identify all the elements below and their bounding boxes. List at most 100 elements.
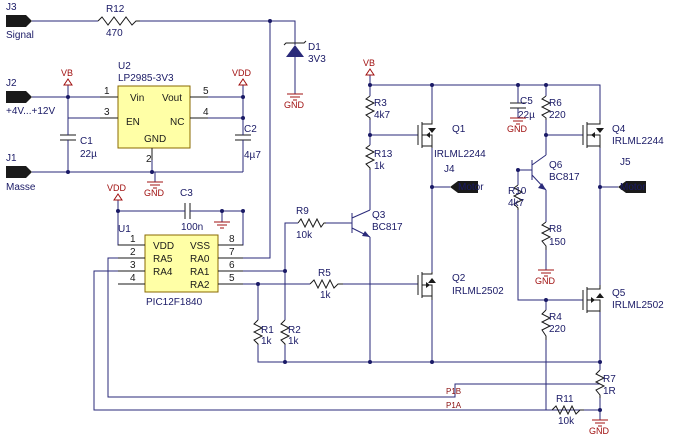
chip-u1-left-pin-2: RA5	[153, 254, 173, 265]
gnd-r8: GND	[535, 269, 556, 286]
resistor-r13-ref: R13	[374, 149, 393, 160]
resistor-r9-value: 10k	[296, 230, 313, 241]
transistor-q6: Q6 BC817	[531, 154, 580, 191]
chip-u1-number-4: 4	[130, 273, 136, 284]
resistor-r2: R2 1k	[279, 319, 301, 347]
transistor-q5-ref: Q5	[612, 288, 626, 299]
chip-u2-pin-en: EN	[126, 117, 140, 128]
resistor-r6-value: 220	[549, 110, 566, 121]
resistor-r3-ref: R3	[374, 98, 387, 109]
connector-j1-name: Masse	[6, 182, 36, 193]
connector-j5: J5 Motor	[618, 157, 646, 193]
transistor-q6-part: BC817	[549, 172, 580, 183]
capacitor-c3-ref: C3	[180, 188, 193, 199]
capacitor-c1-ref: C1	[80, 136, 93, 147]
gnd-c5: GND	[507, 117, 528, 134]
transistor-q2-ref: Q2	[452, 273, 466, 284]
chip-u1-left-pin-3: RA4	[153, 267, 173, 278]
chip-u2-pin-number-1: 1	[104, 86, 110, 97]
power-vb-right-label: VB	[363, 58, 375, 68]
chip-u1-number-7: 7	[229, 247, 235, 258]
chip-u2-pin-vout: Vout	[162, 93, 182, 104]
capacitor-c5-ref: C5	[520, 96, 533, 107]
chip-u2-part: LP2985-3V3	[118, 73, 174, 84]
resistor-r7-value: 1R	[603, 386, 616, 397]
resistor-r9: R9 10k	[296, 206, 326, 241]
connector-j3-ref: J3	[6, 2, 17, 13]
resistor-r1-value: 1k	[261, 336, 273, 347]
resistor-r11-value: 10k	[558, 416, 575, 427]
wires	[32, 20, 618, 420]
chip-u1-part: PIC12F1840	[146, 297, 203, 308]
chip-u2-pin-number-3: 3	[104, 107, 110, 118]
capacitor-c2: C2 4µ7	[235, 124, 261, 161]
junctions	[66, 19, 602, 412]
connector-j5-ref: J5	[620, 157, 631, 168]
chip-u2-pin-vin: Vin	[130, 93, 144, 104]
chip-u1-number-6: 6	[229, 260, 235, 271]
capacitor-c1-value: 22µ	[80, 149, 97, 160]
resistor-r9-ref: R9	[296, 206, 309, 217]
diode-d1-ref: D1	[308, 42, 321, 53]
transistor-q1-ref: Q1	[452, 124, 466, 135]
gnd-u2: GND	[144, 181, 165, 198]
resistor-r12-ref: R12	[106, 4, 125, 15]
capacitor-c1: C1 22µ	[60, 125, 97, 160]
gnd-c5-label: GND	[507, 124, 528, 134]
chip-u1-number-3: 3	[130, 260, 136, 271]
chip-u2-pin-gnd: GND	[144, 134, 166, 145]
gnd-d1-label: GND	[284, 100, 305, 110]
resistor-r2-ref: R2	[288, 325, 301, 336]
power-vb-right: VB	[363, 58, 375, 76]
power-vdd-u1-label: VDD	[107, 183, 127, 193]
connector-j2: J2 +4V...+12V	[6, 78, 55, 117]
capacitor-c3-value: 100n	[181, 222, 203, 233]
resistor-r3: R3 4k7	[364, 95, 391, 121]
capacitor-c5-value: 22µ	[518, 110, 535, 121]
resistor-r5: R5 1k	[309, 268, 343, 301]
connector-j3-name: Signal	[6, 30, 34, 41]
chip-u2-pin-nc: NC	[170, 117, 184, 128]
gnd-r7: GND	[589, 419, 610, 436]
chip-u1-right-pin-8: VSS	[190, 241, 210, 252]
resistor-r1-ref: R1	[261, 325, 274, 336]
gnd-c3	[214, 221, 230, 229]
chip-u2-pin-number-5: 5	[203, 86, 209, 97]
capacitor-c3: C3 100n	[180, 188, 203, 233]
chip-u1-right-pin-7: RA0	[190, 254, 210, 265]
resistor-r1: R1 1k	[252, 319, 274, 347]
chip-u1-number-2: 2	[130, 247, 136, 258]
chip-u2-ref: U2	[118, 61, 131, 72]
connector-j5-name: Motor	[620, 182, 646, 193]
transistor-q3-part: BC817	[372, 222, 403, 233]
resistor-r5-ref: R5	[318, 268, 331, 279]
capacitor-c2-value: 4µ7	[244, 150, 261, 161]
transistor-q5-part: IRLML2502	[612, 300, 664, 311]
connector-j2-name: +4V...+12V	[6, 106, 55, 117]
chip-u2: U2 LP2985-3V3 Vin Vout EN NC GND 1 3 5 4…	[100, 61, 209, 165]
power-vdd-u2-label: VDD	[232, 68, 252, 78]
transistor-q4-ref: Q4	[612, 124, 626, 135]
resistor-r8: R8 150	[540, 221, 566, 250]
resistor-r10-value: 4k7	[508, 198, 525, 209]
resistor-r10-ref: R10	[508, 186, 527, 197]
chip-u1-right-pin-6: RA1	[190, 267, 210, 278]
diode-d1: D1 3V3	[283, 40, 326, 94]
connector-j3: J3 Signal	[6, 2, 34, 41]
chip-u1-number-5: 5	[229, 273, 235, 284]
resistor-r4: R4 220	[540, 309, 566, 340]
chip-u1-right-pin-5: RA2	[190, 280, 210, 291]
chip-u1-number-1: 1	[130, 234, 136, 245]
resistor-r2-value: 1k	[288, 336, 300, 347]
power-vdd-u1: VDD	[107, 183, 127, 201]
chip-u1-number-8: 8	[229, 234, 235, 245]
transistor-q1: Q1 IRLML2244	[417, 120, 486, 160]
net-label-p1b: P1B	[446, 387, 461, 396]
power-vb-left-label: VB	[61, 68, 73, 78]
resistor-r4-ref: R4	[549, 312, 562, 323]
transistor-q3-ref: Q3	[372, 210, 386, 221]
transistor-q4: Q4 IRLML2244	[582, 120, 664, 148]
connector-j1-ref: J1	[6, 153, 17, 164]
resistor-r12: R12 470	[97, 4, 140, 39]
